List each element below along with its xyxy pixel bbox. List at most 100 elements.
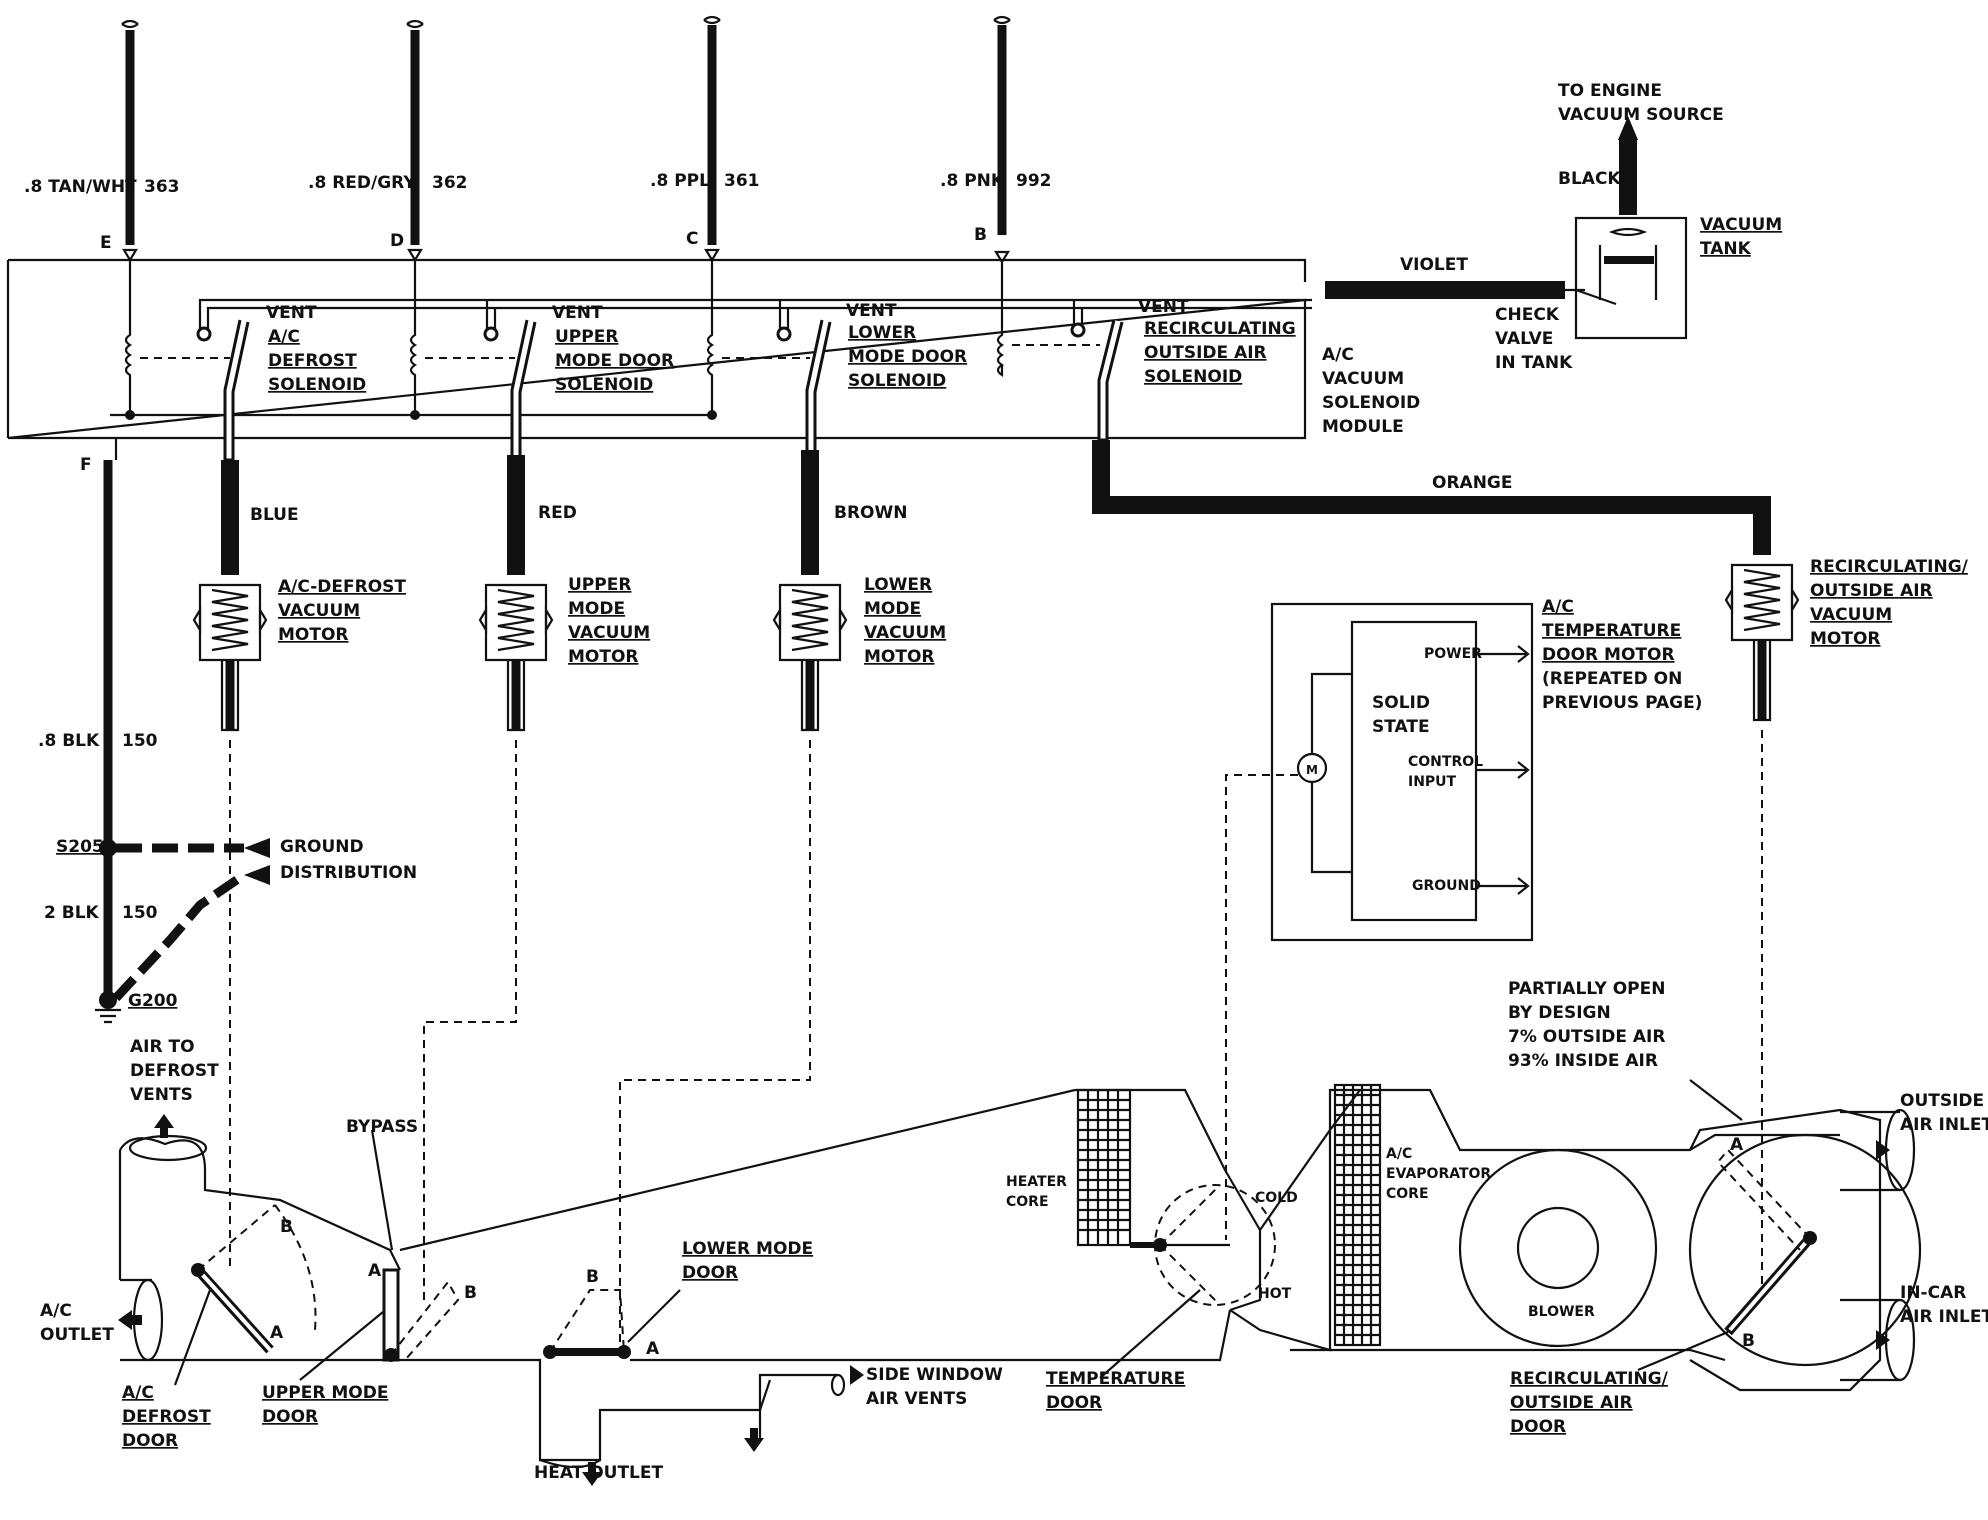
pos-a-lower: A <box>646 1339 660 1359</box>
motor-1-line2: VACUUM <box>278 601 360 621</box>
wire-g-color: 2 BLK <box>44 903 100 923</box>
temp-door-motor <box>1225 602 1534 1240</box>
module-label-1: A/C <box>1322 345 1354 365</box>
solenoid-3-line1: LOWER <box>848 323 916 343</box>
motor-3-line1: LOWER <box>864 575 932 595</box>
cold-label: COLD <box>1255 1190 1298 1206</box>
evaporator-core <box>1333 1083 1382 1347</box>
heater-core-1: HEATER <box>1006 1174 1067 1190</box>
module-label-2: VACUUM <box>1322 369 1404 389</box>
check-valve-1: CHECK <box>1495 305 1560 325</box>
motor-4-line4: MOTOR <box>1810 629 1881 649</box>
pos-b-upper: B <box>464 1283 477 1303</box>
defrost-vents-3: VENTS <box>130 1085 193 1105</box>
tank-label-2: TANK <box>1700 239 1752 259</box>
hose-blue-label: BLUE <box>250 505 299 525</box>
module-label-3: SOLENOID <box>1322 393 1420 413</box>
partial-3: 7% OUTSIDE AIR <box>1508 1027 1665 1047</box>
evap-label-2: EVAPORATOR <box>1386 1166 1491 1182</box>
temp-motor-control-1: CONTROL <box>1408 754 1483 770</box>
solenoid-2-line3: SOLENOID <box>555 375 653 395</box>
partial-1: PARTIALLY OPEN <box>1508 979 1665 999</box>
ground-g200: G200 <box>128 991 178 1011</box>
wire-e-color: .8 TAN/WHT <box>24 177 137 197</box>
motor-4-line3: VACUUM <box>1810 605 1892 625</box>
hose-brown-label: BROWN <box>834 503 907 523</box>
temp-motor-control-2: INPUT <box>1408 774 1457 790</box>
motor-3-line2: MODE <box>864 599 921 619</box>
ac-outlet-2: OUTLET <box>40 1325 114 1345</box>
lmd-label-2: DOOR <box>682 1263 738 1283</box>
temp-motor-solid-2: STATE <box>1372 717 1430 737</box>
recirc-door-2: OUTSIDE AIR <box>1510 1393 1633 1413</box>
motor-2-line3: VACUUM <box>568 623 650 643</box>
wire-d-terminal: D <box>390 231 404 251</box>
hot-label: HOT <box>1258 1286 1292 1302</box>
temp-motor-label-3: DOOR MOTOR <box>1542 645 1675 665</box>
check-valve-3: IN TANK <box>1495 353 1573 373</box>
motor-1-line3: MOTOR <box>278 625 349 645</box>
wire-d-circuit: 362 <box>432 173 468 193</box>
ac-outlet-1: A/C <box>40 1301 72 1321</box>
wire-c-circuit: 361 <box>724 171 760 191</box>
solenoid-2-line2: MODE DOOR <box>555 351 674 371</box>
solenoid-3-vent: VENT <box>846 301 897 321</box>
solenoid-2-vent: VENT <box>552 303 603 323</box>
outside-inlet-1: OUTSIDE <box>1900 1091 1984 1111</box>
tank-label-1: VACUUM <box>1700 215 1782 235</box>
evap-label-3: CORE <box>1386 1186 1429 1202</box>
pos-a-recirc: A <box>1730 1135 1744 1155</box>
leader-lines <box>173 1079 1743 1386</box>
splice-s205: S205 <box>56 837 104 857</box>
solenoid-4-line3: SOLENOID <box>1144 367 1242 387</box>
wire-b-circuit: 992 <box>1016 171 1052 191</box>
heater-core-2: CORE <box>1006 1194 1049 1210</box>
umd-label-1: UPPER MODE <box>262 1383 388 1403</box>
wire-c-color: .8 PPL <box>650 171 710 191</box>
temp-motor-label-4: (REPEATED ON <box>1542 669 1682 689</box>
wire-b-color: .8 PNK <box>940 171 1005 191</box>
recirc-door-1: RECIRCULATING/ <box>1510 1369 1669 1389</box>
solenoid-1-line2: DEFROST <box>268 351 357 371</box>
heater-core <box>1076 1088 1132 1247</box>
outside-inlet-2: AIR INLET <box>1900 1115 1988 1135</box>
side-window-2: AIR VENTS <box>866 1389 967 1409</box>
check-valve-2: VALVE <box>1495 329 1553 349</box>
lmd-label-1: LOWER MODE <box>682 1239 813 1259</box>
wire-b-terminal: B <box>974 225 987 245</box>
tank-source-1: TO ENGINE <box>1558 81 1662 101</box>
wire-d-color: .8 RED/GRY <box>308 173 416 193</box>
solenoid-2-line1: UPPER <box>555 327 618 347</box>
bypass-label: BYPASS <box>346 1117 418 1137</box>
evap-label-1: A/C <box>1386 1146 1412 1162</box>
harness-wires <box>121 15 1011 245</box>
partial-4: 93% INSIDE AIR <box>1508 1051 1658 1071</box>
temp-motor-power: POWER <box>1424 646 1482 662</box>
incar-inlet-2: AIR INLET <box>1900 1307 1988 1327</box>
motor-3-line4: MOTOR <box>864 647 935 667</box>
motor-1-line1: A/C-DEFROST <box>278 577 406 597</box>
solenoid-4-line2: OUTSIDE AIR <box>1144 343 1267 363</box>
hose-red-label: RED <box>538 503 577 523</box>
hose-orange-label: ORANGE <box>1432 473 1513 493</box>
motor-4-line1: RECIRCULATING/ <box>1810 557 1969 577</box>
recirc-door-3: DOOR <box>1510 1417 1566 1437</box>
solenoid-1-line3: SOLENOID <box>268 375 366 395</box>
partial-2: BY DESIGN <box>1508 1003 1611 1023</box>
solenoid-1-vent: VENT <box>266 303 317 323</box>
solenoid-coils <box>110 260 1100 420</box>
acdd-label-2: DEFROST <box>122 1407 211 1427</box>
wire-c-terminal: C <box>686 229 698 249</box>
pos-b-recirc: B <box>1742 1331 1755 1351</box>
violet-label: VIOLET <box>1400 255 1468 275</box>
temp-motor-solid-1: SOLID <box>1372 693 1430 713</box>
temp-motor-label-5: PREVIOUS PAGE) <box>1542 693 1702 713</box>
motor-4-line2: OUTSIDE AIR <box>1810 581 1933 601</box>
motor-2-line1: UPPER <box>568 575 631 595</box>
vacuum-tank <box>1574 116 1688 340</box>
solenoid-1-line1: A/C <box>268 327 300 347</box>
wire-f-color: .8 BLK <box>38 731 100 751</box>
temp-motor-label-1: A/C <box>1542 597 1574 617</box>
acdd-label-1: A/C <box>122 1383 154 1403</box>
motor-2-line4: MOTOR <box>568 647 639 667</box>
